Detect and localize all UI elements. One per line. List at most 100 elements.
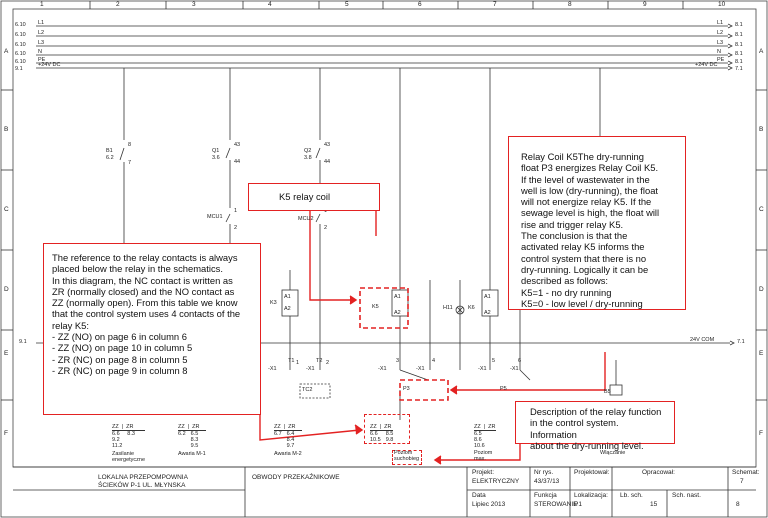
bus-ref: 6.10 [15, 22, 26, 28]
zz-value: 6.6 [370, 431, 378, 437]
q1-label: Q1 [212, 148, 220, 154]
x1-num: 2 [326, 360, 330, 366]
col-num: 4 [268, 1, 272, 8]
col-num: 6 [418, 1, 422, 8]
relay-coil-explanation-callout: Relay Coil K5The dry-running float P3 en… [508, 136, 686, 310]
drawing-title: OBWODY PRZEKAŹNIKOWE [252, 474, 340, 481]
col-num: 8 [568, 1, 572, 8]
col-num: 5 [345, 1, 349, 8]
table-caption: Awaria M-2 [274, 451, 302, 457]
company-line-2: ŚCIEKÓW P-1 UL. MŁYNSKA [98, 482, 186, 489]
table-caption: Poziom suchobieg [394, 450, 419, 462]
table-caption: energetyczne [112, 457, 146, 463]
mcu2-term: 1 [324, 208, 328, 214]
opracowal-label: Opracował: [642, 469, 675, 476]
relay-function-callout: Description of the relay function in the… [515, 401, 675, 451]
zz-value: 6.6 [112, 431, 120, 437]
caption-line: suchobieg [394, 456, 420, 462]
table-caption: Poziom [474, 450, 493, 456]
k5-a2: A2 [394, 310, 401, 316]
tc2-label: TC2 [302, 387, 313, 393]
projekt-label: Projekt: [472, 469, 495, 476]
lokalizacja-label: Lokalizacja: [574, 492, 608, 499]
b1-ref: 6.2 [106, 155, 114, 161]
bus-ref: 8.1 [735, 22, 743, 28]
zz-value: 11.2 [112, 443, 123, 449]
k5-relay-coil-callout: K5 relay coil [248, 183, 380, 211]
reference-callout: The reference to the relay contacts is a… [43, 243, 261, 415]
col-num: 9 [643, 1, 647, 8]
row-letter: B [4, 126, 9, 133]
row-letter: A [4, 48, 9, 55]
company-line-1: LOKALNA PRZEPOMPOWNIA [98, 474, 188, 481]
nr-rys-label: Nr rys. [534, 469, 554, 476]
bus-ref: 8.1 [735, 59, 743, 65]
zr-value: 8.5 [385, 431, 394, 437]
row-letter: D [4, 286, 9, 293]
q1-term: 44 [234, 159, 241, 165]
x1-num: 4 [432, 358, 436, 364]
bus-ref: 7.1 [735, 66, 743, 72]
bus-ref: 6.10 [15, 42, 26, 48]
bus-name: L3 [717, 40, 724, 46]
zz-value: 9.2 [112, 437, 120, 443]
k5-a1: A1 [394, 294, 401, 300]
t1-label: T1 [288, 358, 295, 364]
lokalizacja-value: P1 [574, 501, 582, 508]
x1-num: 6 [518, 358, 522, 364]
bus-ref: 8.1 [735, 42, 743, 48]
p3-label: P3 [403, 386, 410, 392]
row-letter: C [759, 206, 764, 213]
bus-name: L1 [717, 20, 724, 26]
zz-value: 6.7 [274, 431, 282, 437]
schemat-label: Schemat: [732, 469, 760, 476]
zr-value: 9.5 [190, 443, 199, 449]
zz-header: ZZ [274, 424, 281, 430]
data-label: Data [472, 492, 486, 499]
row-letter: F [759, 430, 763, 437]
bus-ref: 6.10 [15, 51, 26, 57]
p5-label: P5 [500, 386, 507, 392]
funkcja-value: STEROWANIE [534, 501, 578, 508]
x1-num: 1 [296, 360, 300, 366]
sch-nast-value: 8 [736, 501, 740, 508]
zr-value: 9.7 [286, 443, 295, 449]
bus-name: N [38, 49, 42, 55]
row-letter: B [759, 126, 764, 133]
q1-ref: 3.6 [212, 155, 220, 161]
x1-label: -X1 [478, 366, 487, 372]
bus-ref: 9.1 [15, 66, 23, 72]
row-letter: D [759, 286, 764, 293]
row-letter: A [759, 48, 764, 55]
bus-name: L3 [38, 40, 45, 46]
b1-term: 8 [128, 142, 132, 148]
sch-nast-label: Sch. nast. [672, 492, 701, 499]
lb-sch-label: Lb. sch. [620, 492, 643, 499]
table-caption: Zasilanie [112, 451, 135, 457]
q2-ref: 3.8 [304, 155, 312, 161]
rail-label: 24V COM [690, 337, 715, 343]
zz-value: 10.6 [474, 443, 485, 449]
zr-header: ZR [192, 424, 200, 430]
row-letter: E [759, 350, 764, 357]
k5-label: K5 [372, 304, 379, 310]
mcu1-term: 2 [234, 225, 238, 231]
col-num: 3 [192, 1, 196, 8]
zr-header: ZR [126, 424, 134, 430]
zr-value: 8.3 [127, 431, 135, 437]
data-value: Lipiec 2013 [472, 501, 506, 508]
bus-label: +24V DC [38, 62, 61, 68]
zr-header: ZR [488, 424, 496, 430]
mcu2-label: MCU2 [298, 216, 314, 222]
right-caption: Wlączanie [600, 450, 626, 456]
k3-a2: A2 [284, 306, 291, 312]
mcu1-term: 1 [234, 208, 238, 214]
zr-value: 6.5 [190, 431, 199, 437]
mcu2-term: 2 [324, 225, 328, 231]
zr-value: 8.3 [190, 437, 199, 443]
zz-value: 8.6 [474, 437, 482, 443]
col-num: 1 [40, 1, 44, 8]
bus-label: +24V DC [695, 62, 718, 68]
